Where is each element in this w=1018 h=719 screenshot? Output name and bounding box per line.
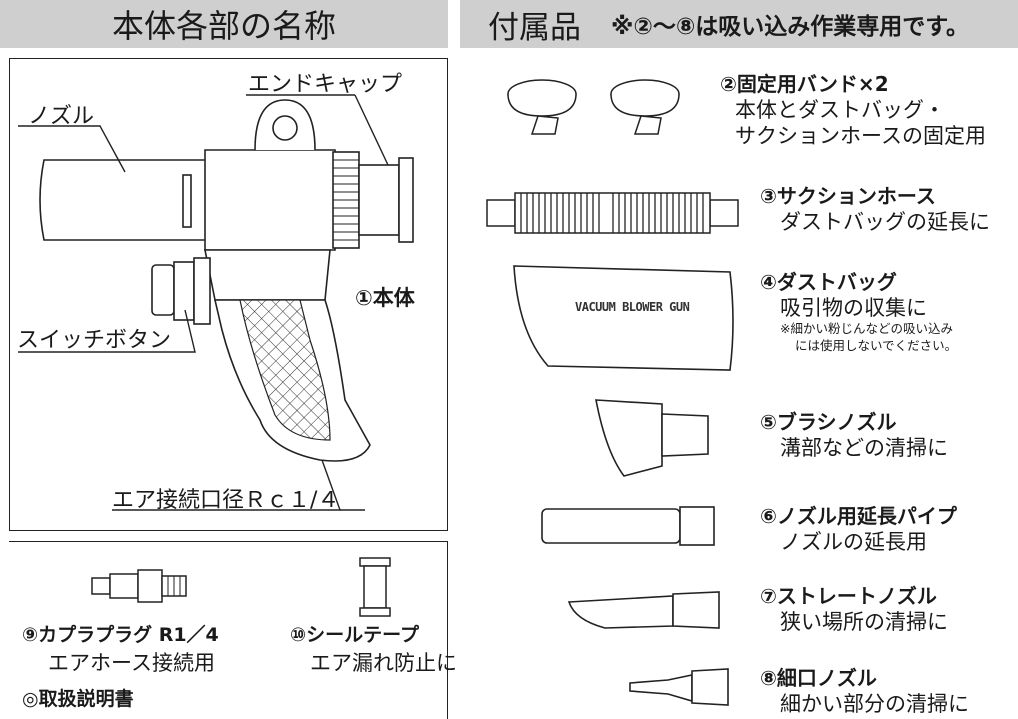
accessory-name-brush: ⑤ブラシノズル bbox=[760, 410, 897, 434]
label-body: ①本体 bbox=[355, 286, 415, 310]
extension-pipe-icon bbox=[541, 506, 715, 546]
accessory-name-ext-pipe: ⑥ノズル用延長パイプ bbox=[760, 504, 957, 528]
accessory-name-hose: ③サクションホース bbox=[760, 184, 936, 208]
narrow-nozzle-icon bbox=[629, 668, 729, 706]
label-switch-button: スイッチボタン bbox=[17, 328, 172, 353]
item-name-seal-tape: ⑩シールテープ bbox=[290, 624, 419, 646]
dust-bag-icon bbox=[513, 265, 734, 371]
accessory-desc-straight: 狭い場所の清掃に bbox=[780, 610, 948, 634]
coupler-plug-icon bbox=[91, 569, 187, 603]
dust-bag-note-1: ※細かい粉じんなどの吸い込み bbox=[780, 321, 953, 336]
band-clamps-icon bbox=[507, 79, 680, 135]
accessory-desc-ext-pipe: ノズルの延長用 bbox=[780, 530, 927, 554]
accessory-desc-hose: ダストバッグの延長に bbox=[780, 210, 990, 234]
body-parts-header: 本体各部の名称 bbox=[0, 0, 448, 48]
accessory-desc-band-2: サクションホースの固定用 bbox=[735, 124, 986, 148]
body-parts-title: 本体各部の名称 bbox=[111, 7, 336, 45]
item-desc-coupler: エアホース接続用 bbox=[48, 651, 215, 675]
accessories-note: ※②〜⑧は吸い込み作業専用です。 bbox=[611, 14, 970, 40]
suction-hose-icon bbox=[486, 192, 739, 234]
seal-tape-icon bbox=[359, 557, 391, 617]
accessories-title: 付属品 bbox=[488, 9, 581, 46]
dust-bag-note-2: には使用しないでください。 bbox=[795, 338, 958, 353]
accessory-name-narrow: ⑧細口ノズル bbox=[760, 666, 877, 690]
label-nozzle: ノズル bbox=[28, 104, 95, 129]
vacuum-gun-illustration bbox=[18, 94, 414, 511]
accessory-desc-brush: 溝部などの清掃に bbox=[780, 436, 948, 460]
bottom-panel-divider bbox=[9, 541, 448, 542]
accessory-name-dust-bag: ④ダストバッグ bbox=[760, 270, 897, 294]
bottom-panel-right-border bbox=[447, 541, 448, 719]
accessory-desc-band-1: 本体とダストバッグ・ bbox=[735, 98, 945, 122]
accessory-name-band: ②固定用バンド×2 bbox=[720, 72, 889, 96]
item-desc-seal-tape: エア漏れ防止に bbox=[310, 651, 457, 675]
item-name-manual: ◎取扱説明書 bbox=[22, 688, 134, 710]
label-air-port: エア接続口径Ｒｃ１/４ bbox=[112, 488, 340, 513]
accessories-header: 付属品 ※②〜⑧は吸い込み作業専用です。 bbox=[460, 0, 1018, 48]
item-name-coupler: ⑨カプラプラグ R1／4 bbox=[22, 624, 219, 646]
dust-bag-print-text: VACUUM BLOWER GUN bbox=[575, 300, 690, 314]
straight-nozzle-icon bbox=[567, 591, 720, 629]
body-diagram-panel bbox=[9, 58, 448, 531]
accessory-desc-narrow: 細かい部分の清掃に bbox=[780, 692, 969, 716]
brush-nozzle-icon bbox=[595, 399, 709, 477]
label-end-cap: エンドキャップ bbox=[248, 72, 403, 97]
accessory-name-straight: ⑦ストレートノズル bbox=[760, 584, 937, 608]
accessory-desc-dust-bag: 吸引物の収集に bbox=[780, 296, 927, 320]
